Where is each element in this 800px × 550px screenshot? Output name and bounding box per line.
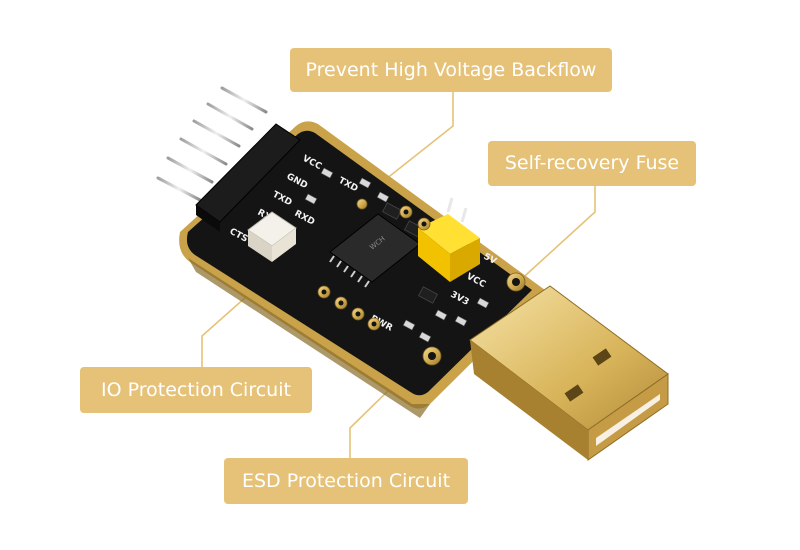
callout-io-protection: IO Protection Circuit bbox=[80, 367, 312, 413]
pin-header-block bbox=[195, 123, 301, 232]
pcb-underside bbox=[188, 258, 430, 418]
yellow-jumper bbox=[418, 197, 480, 282]
callout-fuse: Self-recovery Fuse bbox=[488, 141, 696, 186]
usb-plug bbox=[469, 285, 669, 461]
usb-insert bbox=[596, 394, 660, 446]
pad-holes bbox=[321, 209, 520, 360]
jst-connector bbox=[247, 211, 297, 262]
ic-chip: WCH bbox=[329, 213, 421, 288]
fuse-leader bbox=[515, 186, 596, 285]
usb-slot-2 bbox=[564, 384, 584, 402]
callout-esd-protection: ESD Protection Circuit bbox=[224, 458, 468, 504]
usb-slot-1 bbox=[592, 348, 612, 366]
usb-side-face bbox=[470, 340, 588, 460]
smd-components bbox=[304, 167, 490, 343]
callout-backflow: Prevent High Voltage Backflow bbox=[290, 48, 612, 92]
header-pins bbox=[156, 86, 268, 202]
